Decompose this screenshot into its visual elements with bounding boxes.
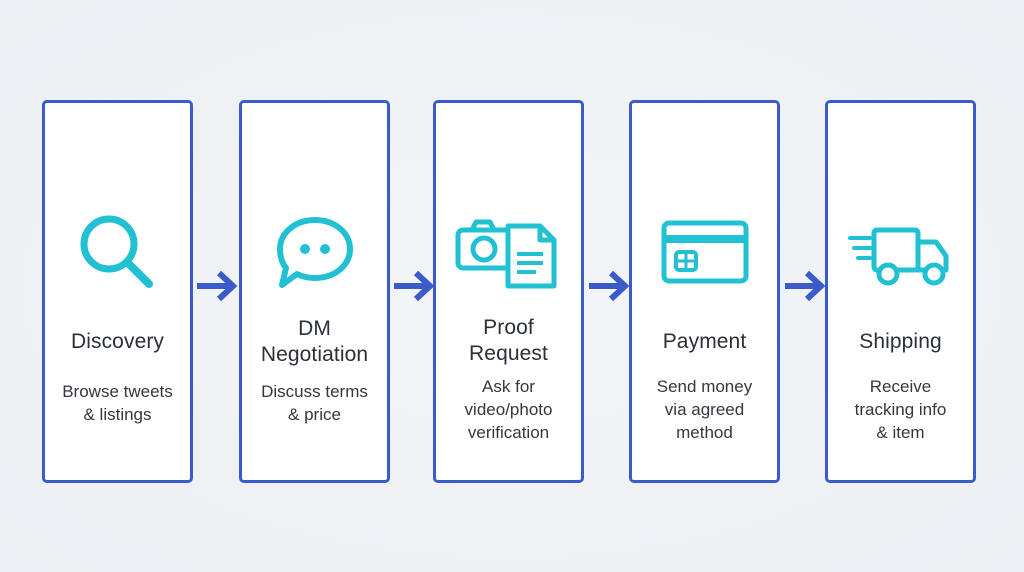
arrow-right-icon (589, 270, 630, 302)
step-description: Send money via agreed method (632, 375, 777, 444)
step-desc-line: Ask for (482, 377, 535, 396)
magnifier-icon (45, 208, 190, 298)
step-desc-line: verification (467, 423, 550, 442)
arrow-right-icon (785, 270, 826, 302)
step-title-line: Payment (662, 330, 747, 353)
step-desc-line: via agreed (664, 400, 745, 419)
step-description: Browse tweets & listings (45, 380, 190, 426)
step-description: Discuss terms & price (242, 380, 387, 426)
chat-bubble-icon (242, 208, 387, 298)
step-desc-line: tracking info (854, 400, 947, 419)
step-discovery: Discovery Browse tweets & listings (42, 100, 193, 483)
step-proof-request: Proof Request Ask for video/photo verifi… (433, 100, 584, 483)
step-desc-line: Receive (869, 377, 932, 396)
credit-card-icon (632, 208, 777, 298)
step-title-line: DM (298, 317, 331, 340)
step-desc-line: & price (288, 405, 341, 424)
step-title: Payment (632, 329, 777, 355)
step-title-line: Request (469, 342, 548, 365)
step-desc-line: Discuss terms (261, 382, 368, 401)
step-desc-line: & listings (83, 405, 152, 424)
step-desc-line: Send money (656, 377, 753, 396)
step-title: Proof Request (436, 315, 581, 367)
step-desc-line: Browse tweets (62, 382, 173, 401)
step-title-line: Negotiation (260, 343, 369, 366)
step-description: Ask for video/photo verification (436, 375, 581, 444)
step-title-line: Proof (483, 316, 534, 339)
step-desc-line: method (676, 423, 733, 442)
delivery-truck-icon (828, 208, 973, 298)
step-payment: Payment Send money via agreed method (629, 100, 780, 483)
step-title: DM Negotiation (242, 316, 387, 368)
arrow-right-icon (197, 270, 238, 302)
step-title-line: Discovery (70, 330, 165, 353)
step-desc-line: video/photo (464, 400, 553, 419)
step-title-line: Shipping (859, 330, 942, 353)
step-dm-negotiation: DM Negotiation Discuss terms & price (239, 100, 390, 483)
camera-document-icon (436, 208, 581, 298)
step-title: Discovery (45, 329, 190, 355)
arrow-right-icon (394, 270, 435, 302)
step-shipping: Shipping Receive tracking info & item (825, 100, 976, 483)
step-description: Receive tracking info & item (828, 375, 973, 444)
step-title: Shipping (828, 329, 973, 355)
step-desc-line: & item (876, 423, 925, 442)
